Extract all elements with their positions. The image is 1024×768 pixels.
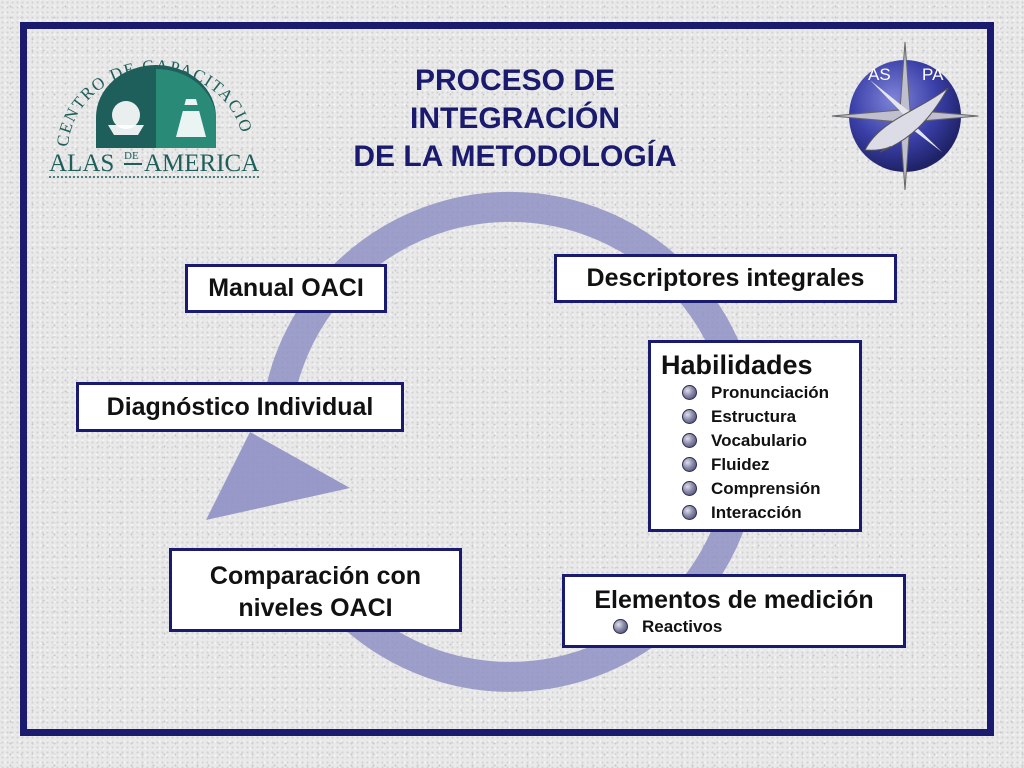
comparacion-line-1: Comparación con [209, 562, 422, 590]
bullet-icon [682, 505, 697, 520]
manual-oaci-label: Manual OACI [208, 274, 364, 302]
svg-text:ALAS: ALAS [49, 150, 114, 177]
slide-frame [20, 22, 994, 736]
habilidades-box: Habilidades Pronunciación Estructura Voc… [648, 340, 862, 532]
list-item: Fluidez [682, 453, 859, 477]
list-item: Reactivos [613, 615, 903, 639]
svg-text:AMERICA: AMERICA [144, 150, 259, 177]
manual-oaci-box: Manual OACI [185, 264, 387, 313]
list-item: Interacción [682, 501, 859, 525]
bullet-icon [682, 385, 697, 400]
bullet-icon [682, 409, 697, 424]
centro-capacitacion-logo: CENTRO DE CAPACITACION ALAS DE AMERICA [46, 55, 261, 178]
aspa-logo: AS PA [831, 41, 979, 191]
svg-text:AS: AS [868, 65, 891, 84]
page-title: PROCESO DE INTEGRACIÓN DE LA METODOLOGÍA [300, 62, 730, 176]
diagnostico-box: Diagnóstico Individual [76, 382, 404, 432]
title-line-1: PROCESO DE [414, 64, 616, 97]
elementos-box: Elementos de medición Reactivos [562, 574, 906, 648]
elementos-heading: Elementos de medición [594, 586, 874, 614]
comparacion-line-2: niveles OACI [238, 594, 393, 622]
comparacion-box: Comparación con niveles OACI [169, 548, 462, 632]
bullet-icon [613, 619, 628, 634]
list-item: Vocabulario [682, 429, 859, 453]
list-item: Pronunciación [682, 381, 859, 405]
list-item: Estructura [682, 405, 859, 429]
descriptores-label: Descriptores integrales [586, 264, 865, 292]
habilidades-list: Pronunciación Estructura Vocabulario Flu… [682, 381, 859, 525]
habilidades-heading: Habilidades [661, 350, 813, 380]
elementos-list: Reactivos [613, 615, 903, 639]
diagnostico-label: Diagnóstico Individual [106, 393, 374, 421]
title-line-2: INTEGRACIÓN [410, 102, 620, 135]
list-item: Comprensión [682, 477, 859, 501]
svg-text:PA: PA [922, 65, 944, 84]
bullet-icon [682, 433, 697, 448]
bullet-icon [682, 481, 697, 496]
title-line-3: DE LA METODOLOGÍA [353, 140, 677, 173]
descriptores-box: Descriptores integrales [554, 254, 897, 303]
svg-text:DE: DE [124, 150, 139, 162]
bullet-icon [682, 457, 697, 472]
